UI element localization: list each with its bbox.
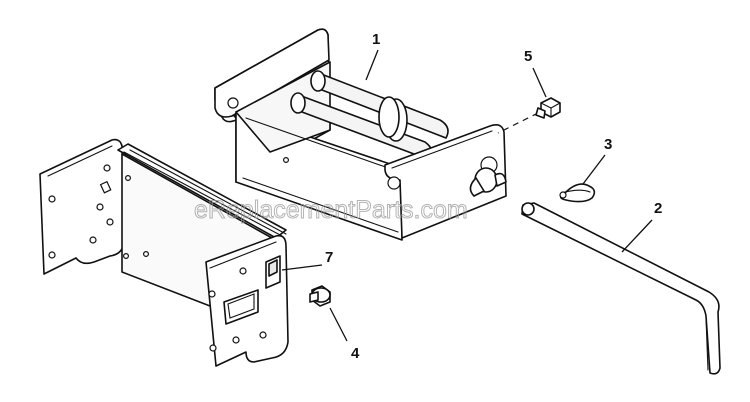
alignment-line — [497, 112, 539, 134]
callout-2: 2 — [621, 200, 662, 253]
hose-reel-frame[interactable] — [214, 28, 507, 241]
latch[interactable] — [265, 255, 281, 289]
callout-number: 7 — [325, 249, 333, 266]
callout-number: 5 — [524, 48, 532, 65]
screw[interactable] — [535, 97, 561, 119]
callout-4: 4 — [329, 307, 360, 362]
shoulder-bolt[interactable] — [309, 285, 331, 307]
callout-number: 3 — [604, 136, 612, 153]
callout-5: 5 — [524, 48, 547, 98]
callout-number: 1 — [372, 31, 380, 48]
callout-number: 4 — [351, 345, 360, 362]
callout-3: 3 — [582, 136, 612, 185]
callout-number: 2 — [654, 200, 662, 217]
callout-7: 7 — [281, 249, 333, 271]
watermark: eReplacementParts.com — [194, 196, 468, 224]
callout-1: 1 — [365, 31, 380, 81]
crank-handle-rod[interactable] — [521, 202, 721, 375]
hairpin-clip[interactable] — [559, 183, 596, 203]
